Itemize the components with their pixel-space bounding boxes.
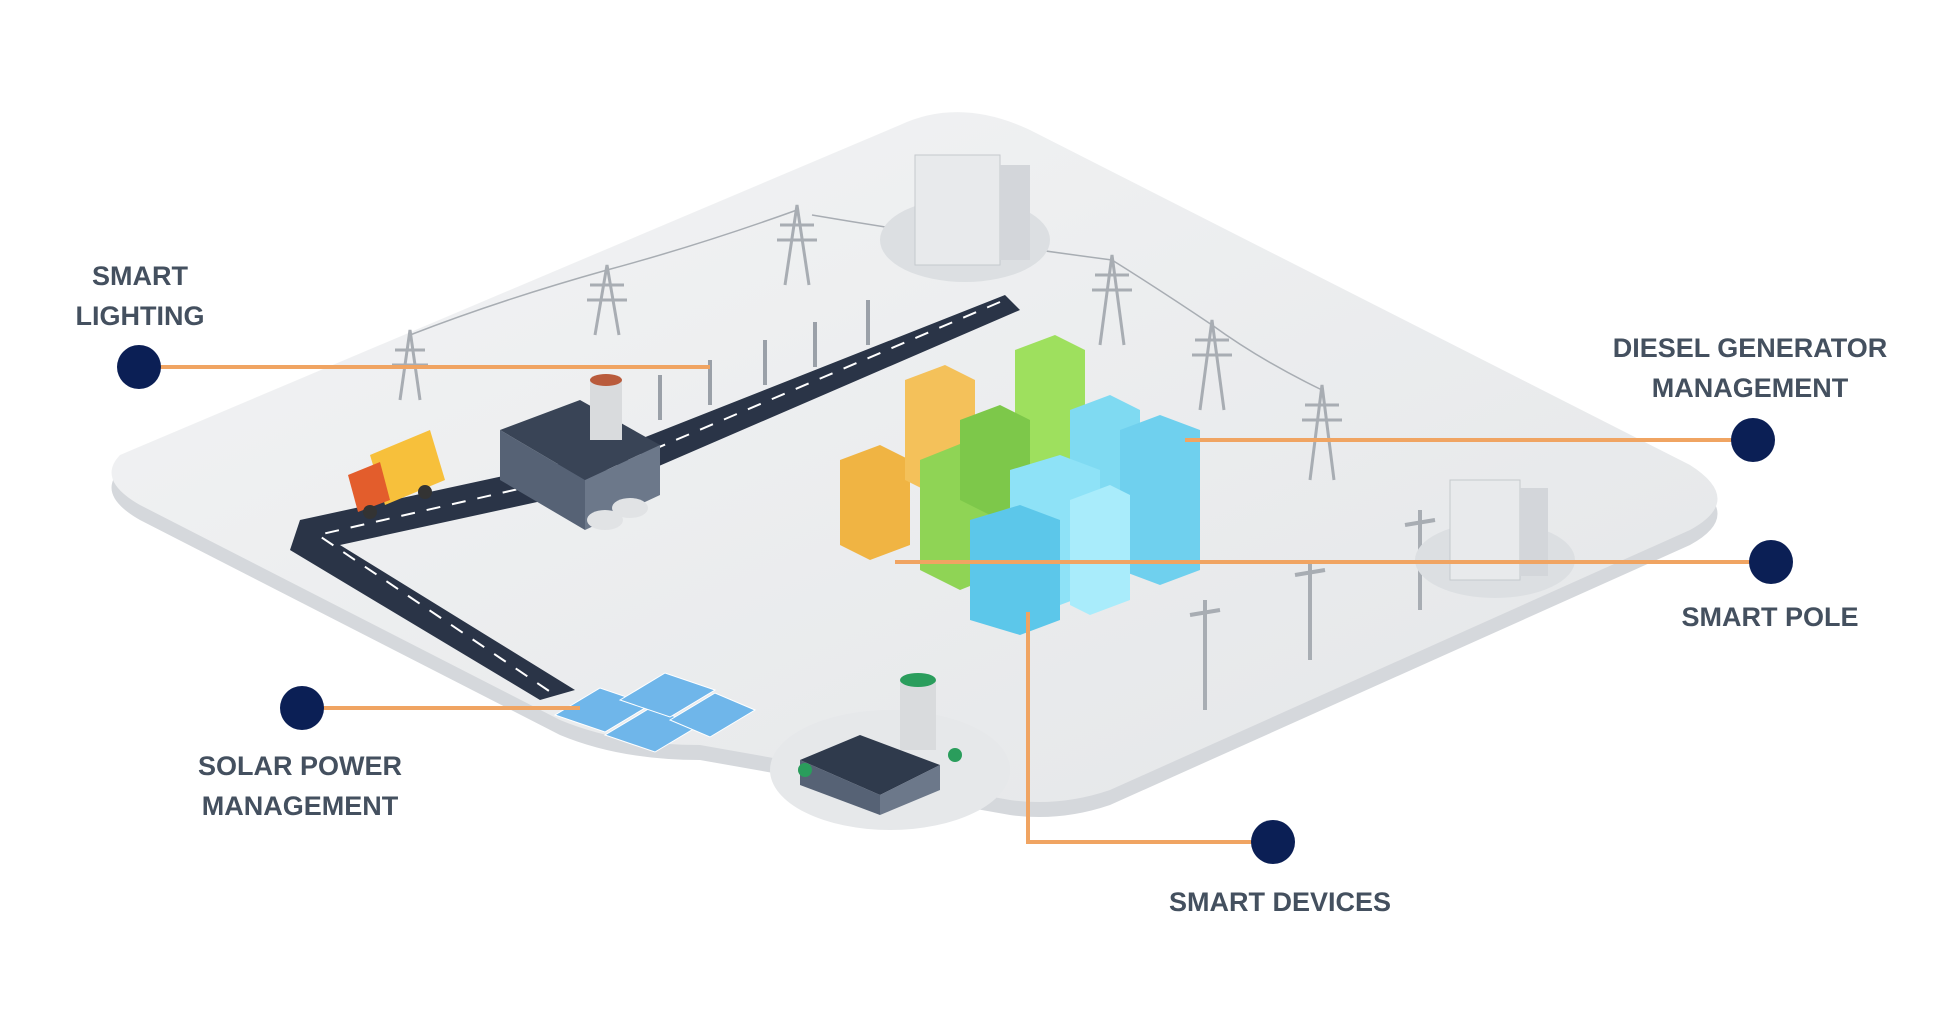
city-buildings: [840, 335, 1200, 635]
label-line: SOLAR POWER: [197, 751, 402, 781]
label-line: SMART POLE: [1681, 602, 1859, 632]
label-smart-pole: SMART POLE: [1650, 597, 1890, 637]
marker-smart-devices: [1251, 820, 1295, 864]
label-line: SMART DEVICES: [1168, 887, 1392, 917]
power-station-top: [880, 154, 1050, 282]
leader-line-smart-devices: [1026, 612, 1273, 844]
marker-smart-lighting: [117, 345, 161, 389]
solar-panels: [553, 672, 757, 753]
marker-diesel-generator: [1731, 418, 1775, 462]
marker-smart-pole: [1749, 540, 1793, 584]
factory: [500, 374, 660, 530]
label-smart-lighting: SMART LIGHTING: [50, 256, 230, 336]
label-smart-devices: SMART DEVICES: [1130, 882, 1430, 922]
road: [290, 295, 1020, 700]
markers: [117, 345, 1793, 864]
utility-poles: [1189, 510, 1436, 710]
marker-solar-power: [280, 686, 324, 730]
transmission-towers: [392, 204, 1342, 481]
label-diesel-generator: DIESEL GENERATOR MANAGEMENT: [1600, 328, 1900, 408]
power-plant-bottom: [770, 673, 1010, 830]
leader-lines: [139, 365, 1766, 844]
label-line: SMART: [92, 261, 188, 291]
label-line: MANAGEMENT: [201, 791, 399, 821]
label-line: MANAGEMENT: [1651, 373, 1849, 403]
label-line: LIGHTING: [75, 301, 205, 331]
label-line: DIESEL GENERATOR: [1612, 333, 1888, 363]
label-solar-power: SOLAR POWER MANAGEMENT: [170, 746, 430, 826]
truck: [348, 430, 445, 519]
